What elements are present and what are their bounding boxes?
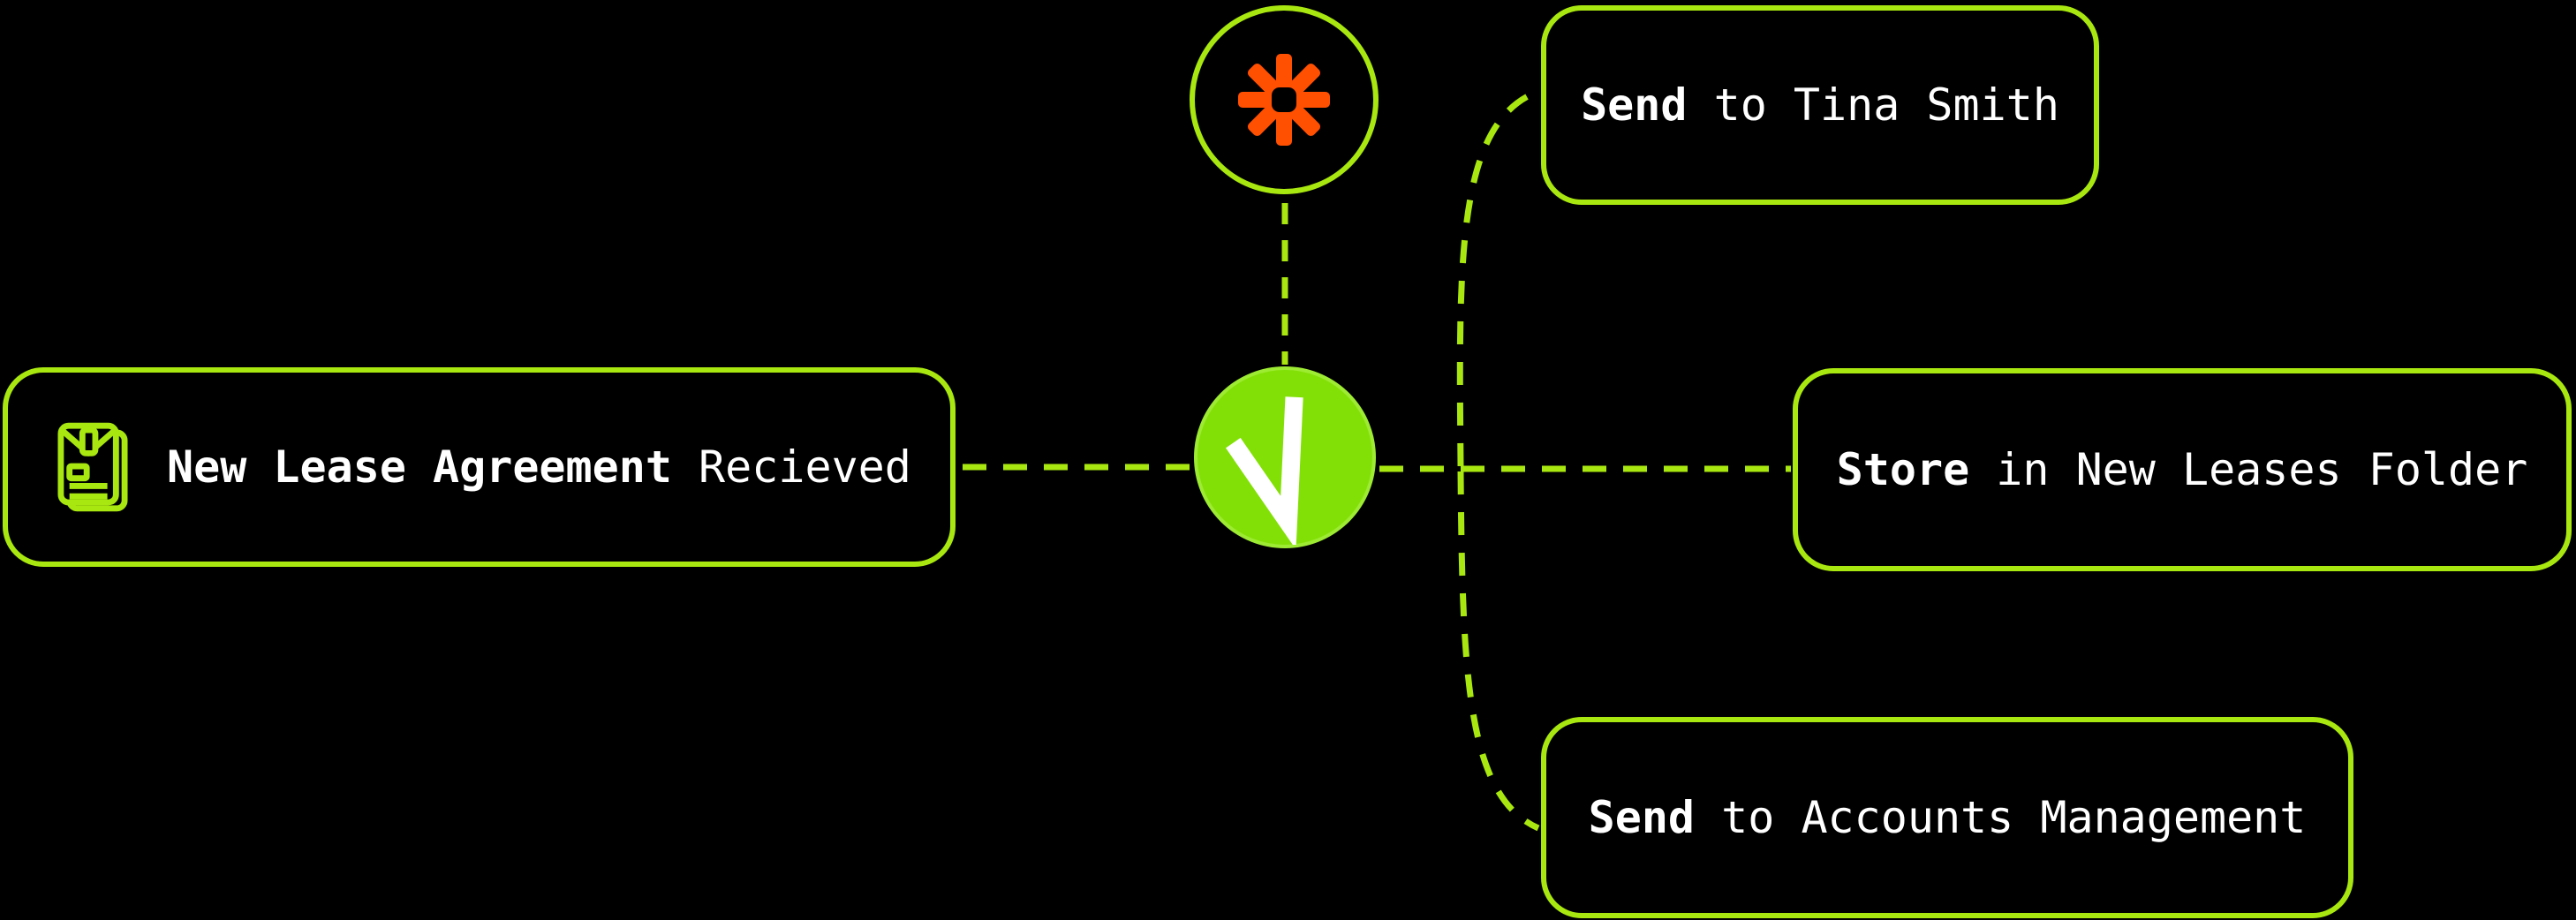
connector-hub-to-accounts [1457, 471, 1540, 832]
action-card-label: Store in New Leases Folder [1837, 448, 2528, 492]
connector-hub-to-send-tina [1456, 88, 1539, 467]
trigger-card-label: New Lease Agreement Recieved [167, 445, 911, 489]
action-card-label-rest: in New Leases Folder [1969, 444, 2528, 495]
trigger-card-label-rest: Recieved [671, 441, 911, 493]
lease-document-icon [57, 422, 128, 512]
action-card-label-rest: to Tina Smith [1687, 79, 2059, 131]
action-card-label-bold: Send [1581, 79, 1688, 131]
trigger-card-label-bold: New Lease Agreement [167, 441, 672, 493]
action-card-label-bold: Send [1588, 792, 1696, 843]
action-card-label: Send to Tina Smith [1581, 83, 2059, 127]
v-logo-icon [1226, 396, 1303, 545]
action-card-send-tina[interactable]: Send to Tina Smith [1541, 5, 2099, 205]
hub-node[interactable] [1194, 366, 1376, 548]
zapier-asterisk-icon [1238, 54, 1330, 146]
trigger-card[interactable]: New Lease Agreement Recieved [3, 367, 956, 567]
action-card-store-folder[interactable]: Store in New Leases Folder [1793, 368, 2572, 571]
action-card-label: Send to Accounts Management [1589, 796, 2307, 840]
action-card-label-bold: Store [1836, 444, 1970, 495]
action-card-label-rest: to Accounts Management [1695, 792, 2307, 843]
action-card-send-accounts[interactable]: Send to Accounts Management [1541, 717, 2353, 918]
zapier-trigger-node[interactable] [1190, 5, 1379, 194]
